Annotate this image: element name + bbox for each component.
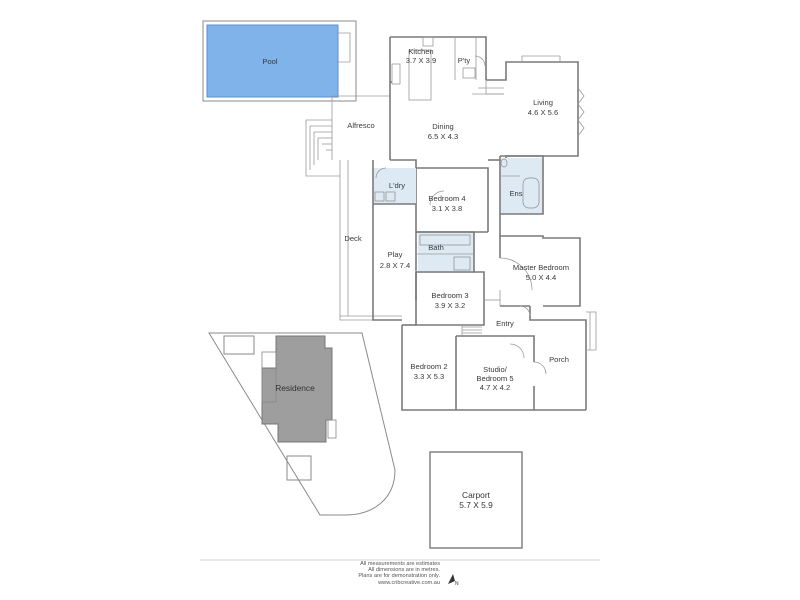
master-bedroom-label: Master Bedroom	[513, 263, 569, 272]
disclaimer-note: All measurements are estimates All dimen…	[320, 561, 440, 586]
pantry-label: P'ty	[458, 56, 471, 65]
disclaimer-line-3: Plans are for demonstration only.	[358, 573, 440, 580]
studio-dims: 4.7 X 4.2	[480, 383, 510, 392]
disclaimer-line-2: All dimensions are in metres.	[368, 567, 440, 574]
bedroom3-label: Bedroom 3	[431, 291, 468, 300]
room-labels: Kitchen 3.7 X 3.9 P'ty Living 4.6 X 5.6 …	[344, 47, 569, 392]
alfresco-label: Alfresco	[347, 121, 374, 130]
kitchen-dims: 3.7 X 3.9	[406, 56, 436, 65]
dining-label: Dining	[432, 122, 454, 131]
north-arrow-icon: N	[448, 574, 459, 586]
residence-label: Residence	[275, 383, 315, 393]
carport-dims: 5.7 X 5.9	[459, 500, 493, 510]
pool-area: Pool	[202, 20, 357, 102]
bedroom4-label: Bedroom 4	[428, 194, 465, 203]
master-bedroom-dims: 5.0 X 4.4	[526, 273, 556, 282]
ensuite-label: Ens	[509, 189, 522, 198]
carport-label: Carport	[462, 490, 491, 500]
bedroom2-dims: 3.3 X 5.3	[414, 372, 444, 381]
studio-label-line2: Bedroom 5	[476, 374, 513, 383]
pool-label: Pool	[262, 57, 278, 66]
laundry-label: L'dry	[389, 181, 405, 190]
bath-label: Bath	[428, 243, 444, 252]
entry-label: Entry	[496, 319, 514, 328]
site-plan: Residence	[208, 332, 396, 516]
bedroom4-dims: 3.1 X 3.8	[432, 204, 462, 213]
deck-label: Deck	[344, 234, 362, 243]
studio-label: Studio/	[483, 365, 508, 374]
play-label: Play	[388, 250, 403, 259]
living-dims: 4.6 X 5.6	[528, 108, 558, 117]
play-dims: 2.8 X 7.4	[380, 261, 410, 270]
kitchen-label: Kitchen	[408, 47, 433, 56]
bedroom3-dims: 3.9 X 3.2	[435, 301, 465, 310]
svg-text:N: N	[455, 581, 459, 586]
porch-label: Porch	[549, 355, 569, 364]
dining-dims: 6.5 X 4.3	[428, 132, 458, 141]
carport: Carport 5.7 X 5.9	[429, 451, 523, 549]
house-walls	[372, 36, 597, 411]
disclaimer-line-4: www.cribcreative.com.au	[378, 579, 440, 586]
disclaimer-line-1: All measurements are estimates	[360, 561, 440, 567]
bedroom2-label: Bedroom 2	[410, 362, 447, 371]
living-label: Living	[533, 98, 553, 107]
